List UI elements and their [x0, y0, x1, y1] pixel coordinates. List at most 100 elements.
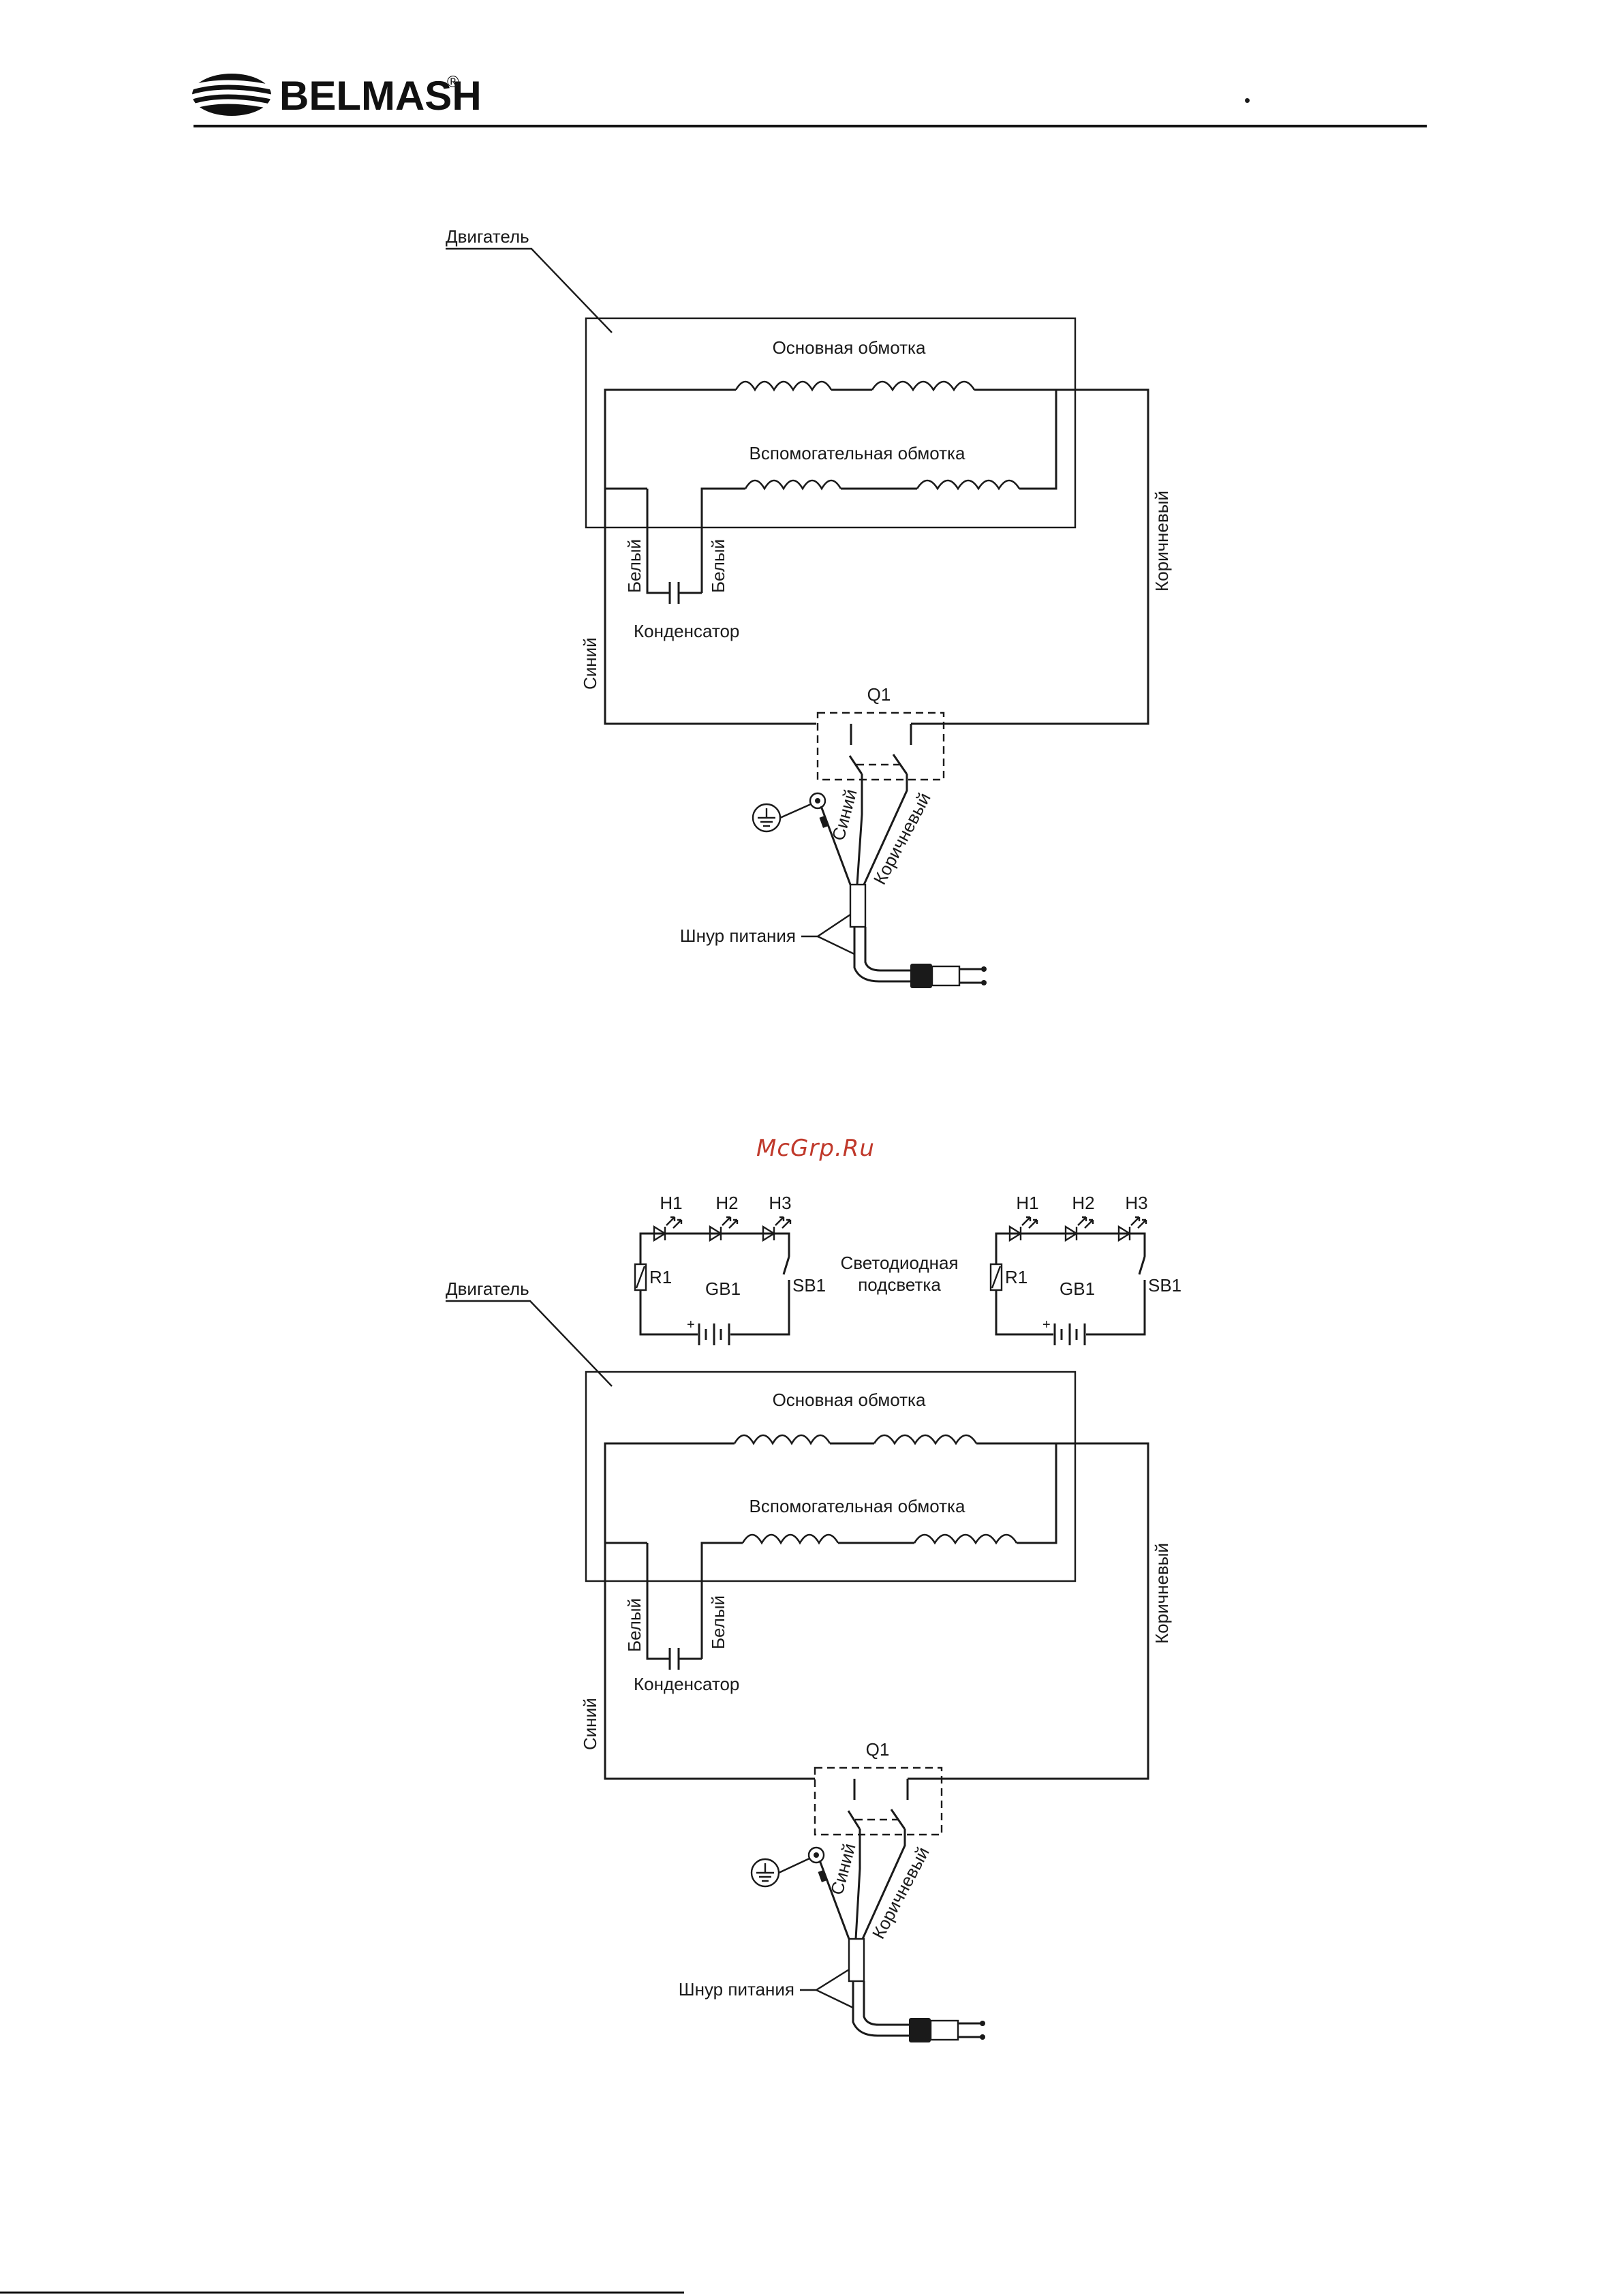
- switch-contact-2: [892, 754, 908, 775]
- switch-label: Q1: [866, 1739, 890, 1760]
- battery-plus: +: [687, 1317, 695, 1332]
- switch-q1-box: [814, 1766, 943, 1836]
- ground-symbol-icon: [750, 1857, 810, 1888]
- blue-lead: [856, 774, 863, 885]
- battery-gb1-label: GB1: [1060, 1279, 1095, 1299]
- power-cord-inner: [863, 1981, 909, 2026]
- ground-symbol-icon: [752, 803, 812, 833]
- led-h3-icon: [762, 1216, 792, 1242]
- led-h2-icon: [709, 1216, 739, 1242]
- blue-wire: [604, 1542, 815, 1780]
- brown-wire-label: Коричневый: [1151, 491, 1172, 592]
- blue-lead: [854, 1829, 861, 1940]
- brown-wire: [911, 388, 1149, 725]
- resistor-r1-label: R1: [1005, 1267, 1027, 1287]
- blue-wire-label: Синий: [580, 637, 600, 690]
- motor-leader-line: [446, 247, 613, 333]
- plug-icon: [910, 964, 987, 988]
- motor-box: [585, 1371, 1077, 1582]
- led-circuit-right: H1 H2 H3 R1 GB1 SB1 +: [989, 1193, 1181, 1345]
- battery-plus: +: [1042, 1317, 1051, 1332]
- aux-winding-wire-right: [1019, 390, 1057, 490]
- ring-terminal: [807, 1846, 825, 1864]
- white-label-left: Белый: [624, 1598, 645, 1652]
- plug-icon: [909, 2018, 985, 2042]
- ground-lead: [820, 806, 852, 885]
- registered-mark: ®: [447, 73, 459, 91]
- watermark: McGrp.Ru: [756, 1135, 875, 1162]
- led-h3-label: H3: [769, 1193, 791, 1213]
- brown-lead-label: Коричневый: [868, 1843, 933, 1942]
- switch-sb1-label: SB1: [792, 1275, 826, 1296]
- power-cord-outer: [853, 927, 910, 983]
- brown-wire: [908, 1442, 1149, 1780]
- led-h3-icon: [1117, 1216, 1147, 1242]
- led-h1-icon: [653, 1216, 683, 1242]
- aux-winding-coil-1: [741, 1533, 839, 1545]
- wiring-diagram-1: Двигатель Основная обмотка Вспомогательн…: [446, 226, 1172, 988]
- header-bullet: •: [1244, 90, 1250, 110]
- capacitor-label: Конденсатор: [634, 1674, 739, 1694]
- switch-sb1: [782, 1256, 790, 1275]
- main-winding-wire-left: [604, 388, 736, 489]
- resistor-r1-label: R1: [649, 1267, 672, 1287]
- blue-wire-label: Синий: [580, 1698, 600, 1750]
- switch-contact-1: [847, 1810, 861, 1830]
- switch-label: Q1: [867, 684, 891, 705]
- blue-lead-label: Синий: [826, 1841, 860, 1897]
- capacitor-label: Конденсатор: [634, 621, 739, 641]
- switch-sb1-label: SB1: [1148, 1275, 1181, 1296]
- aux-winding-coil-1: [744, 479, 842, 491]
- white-label-right: Белый: [708, 1595, 728, 1649]
- led-h1-icon: [1008, 1216, 1038, 1242]
- main-winding-label: Основная обмотка: [773, 1390, 926, 1410]
- blue-wire: [604, 487, 816, 725]
- brand-name: BELMASH: [279, 73, 482, 119]
- cord-sleeve: [848, 1938, 865, 1983]
- motor-label: Двигатель: [446, 1279, 529, 1299]
- led-h1-label: H1: [1016, 1193, 1038, 1213]
- main-winding-coil-2: [873, 1434, 978, 1445]
- main-winding-label: Основная обмотка: [773, 337, 926, 358]
- switch-sb1: [1138, 1256, 1146, 1275]
- brown-lead: [863, 774, 908, 885]
- led-h2-label: H2: [1072, 1193, 1094, 1213]
- white-label-right: Белый: [708, 539, 728, 593]
- led-circuit-left: H1 H2 H3 R1 GB1 SB1 +: [634, 1193, 826, 1345]
- aux-winding-coil-2: [916, 479, 1021, 491]
- main-winding-coil-1: [733, 1434, 831, 1445]
- header: BELMASH ® •: [191, 73, 1427, 127]
- switch-q1-box: [816, 711, 945, 781]
- battery-icon: [698, 1323, 730, 1345]
- motor-box: [585, 317, 1077, 529]
- brown-lead-label: Коричневый: [869, 789, 935, 888]
- aux-winding-label: Вспомогательная обмотка: [749, 443, 965, 463]
- led-caption-line1: Светодиодная: [840, 1253, 958, 1273]
- cord-sleeve: [849, 883, 867, 928]
- ground-lead: [818, 1860, 850, 1940]
- wiring-diagram-2: Двигатель Основная обмотка Вспомогательн…: [446, 1279, 1172, 2042]
- blue-lead-label: Синий: [828, 787, 861, 843]
- main-winding-coil-2: [871, 380, 976, 392]
- main-winding-coil-1: [735, 380, 833, 392]
- battery-gb1-label: GB1: [705, 1279, 741, 1299]
- aux-winding-label: Вспомогательная обмотка: [749, 1496, 965, 1516]
- battery-icon: [1053, 1323, 1086, 1345]
- switch-contact-1: [848, 755, 863, 775]
- power-cord-label: Шнур питания: [679, 1979, 794, 2000]
- ring-terminal: [809, 792, 826, 810]
- white-label-left: Белый: [624, 539, 645, 593]
- motor-label: Двигатель: [446, 226, 529, 247]
- led-h3-label: H3: [1125, 1193, 1147, 1213]
- power-cord-label: Шнур питания: [680, 925, 796, 946]
- led-h1-label: H1: [660, 1193, 682, 1213]
- led-h2-label: H2: [715, 1193, 738, 1213]
- belmash-logo-icon: [191, 74, 272, 116]
- aux-winding-wire-left: [700, 487, 745, 593]
- white-wire-left: [646, 489, 670, 594]
- led-loop-top: [639, 1232, 790, 1264]
- power-cord-inner: [864, 927, 910, 972]
- led-caption-line2: подсветка: [858, 1274, 941, 1295]
- aux-winding-coil-2: [913, 1533, 1018, 1545]
